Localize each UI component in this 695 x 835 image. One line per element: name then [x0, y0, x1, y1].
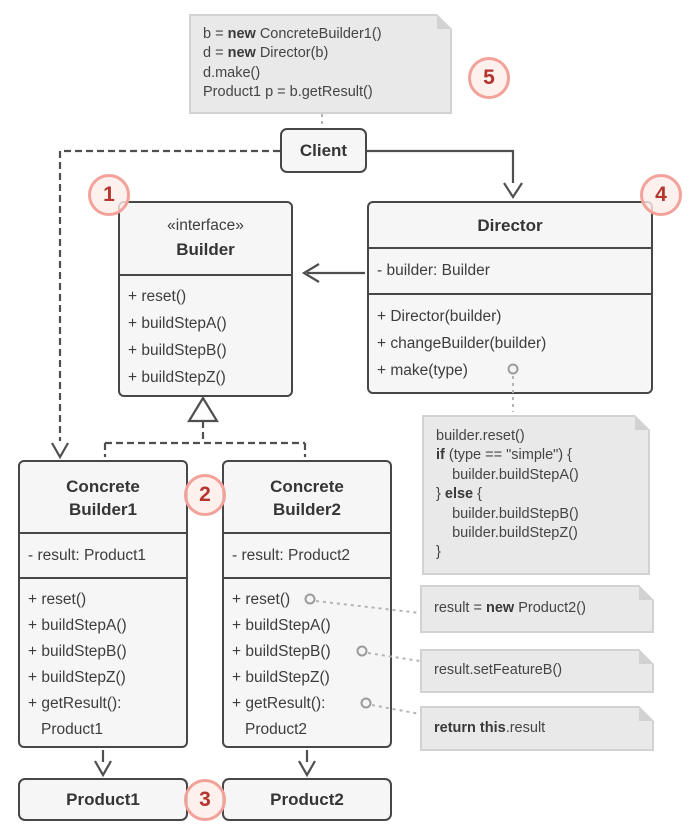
cb1-title-line2: Builder1 [68, 500, 138, 519]
method: + getResult(): Product2 [232, 695, 326, 738]
attribute: - builder: Builder [377, 262, 490, 279]
builder2-to-product2-arrow [298, 750, 316, 778]
badge-2: 2 [184, 474, 226, 516]
class-box-client: Client [280, 128, 367, 173]
note-client-code: b = new ConcreteBuilder1() d = new Direc… [189, 14, 452, 114]
note-line: d.make() [203, 64, 261, 81]
inheritance-triangle-connector [103, 395, 307, 457]
cb1-attributes: - result: Product1 [20, 532, 186, 577]
note-line: if (type == "simple") { [436, 447, 573, 464]
note-line: builder.buildStepB() [436, 505, 579, 522]
attribute: - result: Product2 [232, 546, 351, 564]
class-box-product2: Product2 [222, 778, 392, 821]
product2-title: Product2 [270, 790, 344, 809]
method: + buildStepZ() [232, 669, 330, 686]
note-line: b = new ConcreteBuilder1() [203, 26, 382, 42]
method: + reset() [128, 288, 187, 305]
note-line: } [436, 544, 441, 561]
class-box-concrete-builder1: Concrete Builder1 - result: Product1 + r… [18, 460, 188, 748]
method: + buildStepA() [28, 617, 127, 634]
note-line: builder.buildStepA() [436, 466, 579, 483]
note-line: d = new Director(b) [203, 45, 329, 62]
note-return-code: return this.result [420, 706, 654, 751]
class-box-director: Director - builder: Builder + Director(b… [367, 201, 653, 394]
method: + buildStepB() [28, 643, 127, 660]
director-title: Director [477, 215, 543, 235]
note-line: } else { [436, 486, 482, 503]
cb2-attributes: - result: Product2 [224, 532, 390, 577]
note-line: builder.buildStepZ() [436, 525, 578, 542]
note-line: Product1 p = b.getResult() [203, 84, 373, 101]
class-box-product1: Product1 [18, 778, 188, 821]
director-methods: + Director(builder) + changeBuilder(buil… [369, 293, 651, 392]
note-make-code: builder.reset() if (type == "simple") { … [422, 415, 650, 575]
cb1-title-line1: Concrete [66, 477, 140, 496]
method: + buildStepZ() [28, 669, 126, 686]
builder-methods: + reset() + buildStepA() + buildStepB() … [120, 274, 291, 395]
builder-title: Builder [176, 240, 235, 259]
method: + reset() [232, 591, 291, 608]
badge-1: 1 [88, 174, 130, 216]
attribute: - result: Product1 [28, 546, 147, 564]
director-attributes: - builder: Builder [369, 247, 651, 293]
badge-5: 5 [468, 57, 510, 99]
cb2-title-line1: Concrete [270, 477, 344, 496]
director-to-builder-arrow [301, 263, 365, 283]
builder1-to-product1-arrow [94, 750, 112, 778]
method: + buildStepZ() [128, 369, 226, 386]
method: + buildStepA() [128, 315, 227, 332]
badge-4: 4 [640, 174, 682, 216]
client-to-director-arrow [367, 149, 523, 200]
note-line: builder.reset() [436, 428, 525, 444]
note-reset-code: result = new Product2() [420, 585, 654, 633]
product1-title: Product1 [66, 790, 140, 809]
cb1-methods: + reset() + buildStepA() + buildStepB() … [20, 577, 186, 746]
note-setfeatureb-code: result.setFeatureB() [420, 649, 654, 693]
badge-3: 3 [184, 779, 226, 821]
method: + getResult(): Product1 [28, 695, 122, 738]
client-title: Client [299, 141, 348, 160]
method: + buildStepA() [232, 617, 331, 634]
method: + make(type) [377, 362, 468, 379]
cb2-methods: + reset() + buildStepA() + buildStepB() … [224, 577, 390, 746]
builder-stereotype: «interface» [167, 217, 244, 234]
note-line: return this.result [434, 719, 546, 736]
note-line: result.setFeatureB() [434, 662, 563, 679]
class-box-builder: «interface» Builder + reset() + buildSte… [118, 201, 293, 397]
method: + buildStepB() [232, 643, 331, 660]
cb2-title-line2: Builder2 [272, 500, 342, 519]
class-box-concrete-builder2: Concrete Builder2 - result: Product2 + r… [222, 460, 392, 748]
method: + reset() [28, 591, 87, 608]
method: + buildStepB() [128, 342, 227, 359]
note-line: result = new Product2() [434, 600, 586, 617]
method: + Director(builder) [377, 308, 502, 325]
method: + changeBuilder(builder) [377, 335, 547, 352]
